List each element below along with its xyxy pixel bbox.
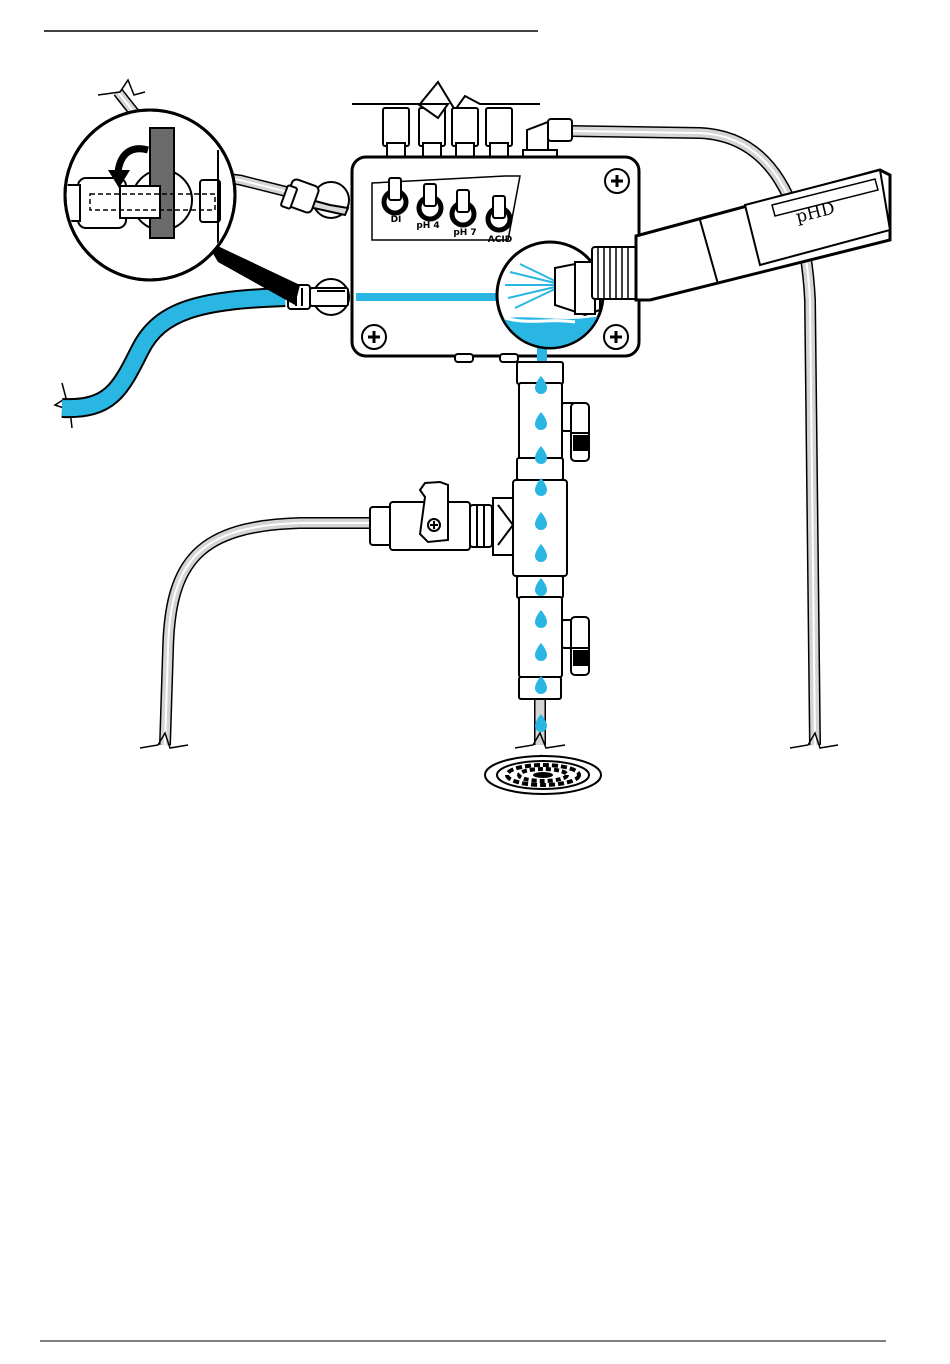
floor-drain-icon [485,756,601,794]
port-label-acid: ACID [488,235,512,245]
top-connectors [352,82,572,162]
lower-ball-valve [517,576,589,699]
fitting-zoom-callout [62,110,300,305]
blue-supply-tube [62,297,285,408]
upper-ball-valve [517,362,589,480]
internal-flow-line [356,293,506,301]
port-label-di: DI [391,215,402,225]
port-label-ph7: pH 7 [453,228,476,238]
tee-fitting [493,480,567,576]
port-label-ph4: pH 4 [416,221,439,231]
upper-left-fitting [281,178,349,218]
tube-left-bottom [165,523,370,745]
side-valve [370,482,492,550]
